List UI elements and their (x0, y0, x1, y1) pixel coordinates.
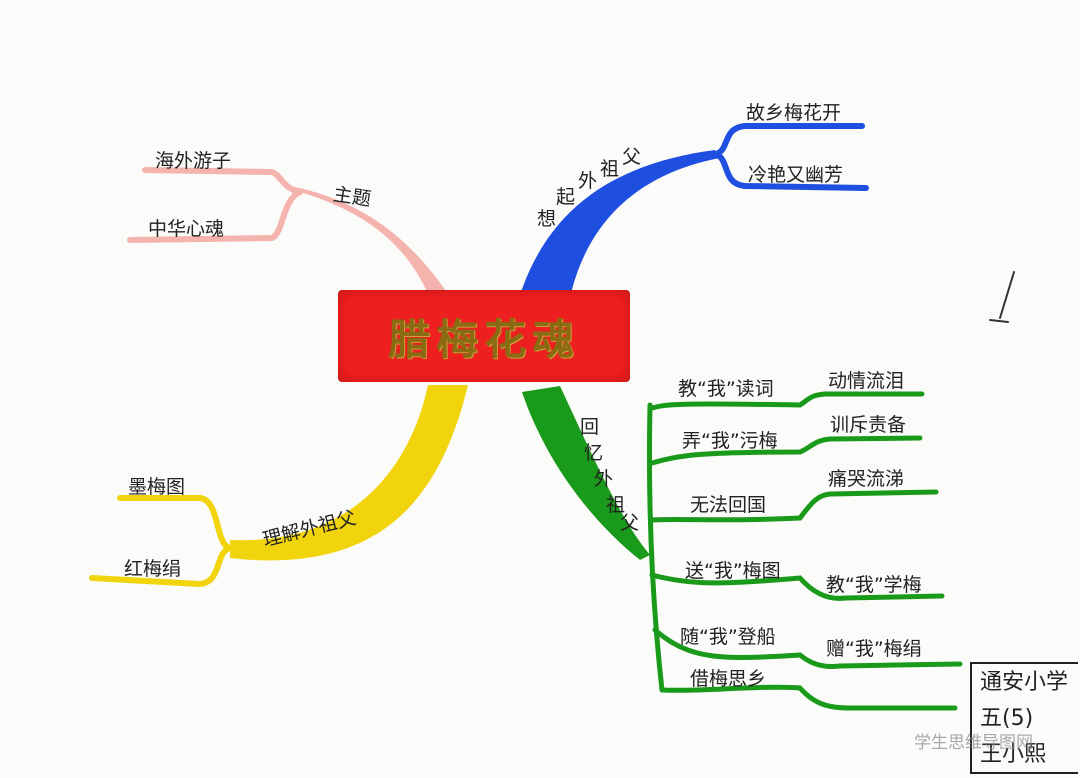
understand-leaf-1: 墨梅图 (128, 476, 186, 498)
memory-event-6: 借梅思乡 (690, 668, 767, 690)
theme-connector (127, 167, 303, 243)
signature-name: 王小熙 (980, 742, 1047, 767)
recall-connector (713, 123, 869, 191)
recall-leaf-2: 冷艳又幽芳 (748, 164, 844, 186)
recall-label-char-2: 起 (556, 186, 576, 208)
memory-trunk (647, 402, 665, 693)
understand-branch (230, 385, 468, 561)
recall-branch (520, 150, 720, 298)
recall-label-char-5: 父 (622, 146, 642, 168)
memory-feeling-2: 训斥责备 (830, 414, 907, 436)
memory-event-2: 弄“我”污梅 (682, 430, 778, 452)
theme-branch (290, 186, 452, 300)
recall-leaf-1: 故乡梅花开 (746, 102, 842, 124)
memory-feeling-3: 痛哭流涕 (828, 468, 905, 490)
memory-event-3: 无法回国 (690, 494, 767, 516)
memory-feeling-5: 赠“我”梅绢 (826, 638, 922, 660)
understand-leaf-2: 红梅绢 (124, 558, 182, 580)
central-topic: 腊梅花魂 (338, 290, 630, 382)
understand-connector (89, 495, 233, 588)
memory-label-char-1: 回 (580, 416, 600, 438)
memory-event-1: 教“我”读词 (678, 378, 774, 400)
memory-feeling-1: 动情流泪 (828, 370, 905, 392)
theme-leaf-2: 中华心魂 (148, 218, 225, 240)
memory-label-char-5: 父 (620, 512, 640, 534)
pen-mark (989, 271, 1015, 323)
memory-feeling-4: 教“我”学梅 (826, 574, 922, 596)
memory-label-char-2: 忆 (584, 442, 604, 464)
signature-class: 五(5) (980, 706, 1034, 731)
memory-branch (522, 386, 650, 560)
memory-label-char-3: 外 (594, 468, 614, 490)
recall-label-char-1: 想 (537, 208, 557, 230)
memory-event-4: 送“我”梅图 (685, 560, 781, 582)
watermark: 学生思维导图网 (914, 733, 1033, 753)
signature-school: 通安小学 (980, 670, 1069, 695)
memory-label-char-4: 祖 (606, 494, 626, 516)
central-topic-title: 腊梅花魂 (387, 314, 580, 364)
theme-leaf-1: 海外游子 (155, 150, 232, 172)
recall-label-char-3: 外 (578, 170, 598, 192)
memory-connectors (649, 391, 963, 711)
memory-event-5: 随“我”登船 (680, 626, 776, 648)
author-signature-box: 通安小学 五(5) 王小熙 (970, 662, 1078, 774)
recall-label-char-4: 祖 (600, 158, 620, 180)
theme-branch-label: 主题 (331, 183, 373, 211)
